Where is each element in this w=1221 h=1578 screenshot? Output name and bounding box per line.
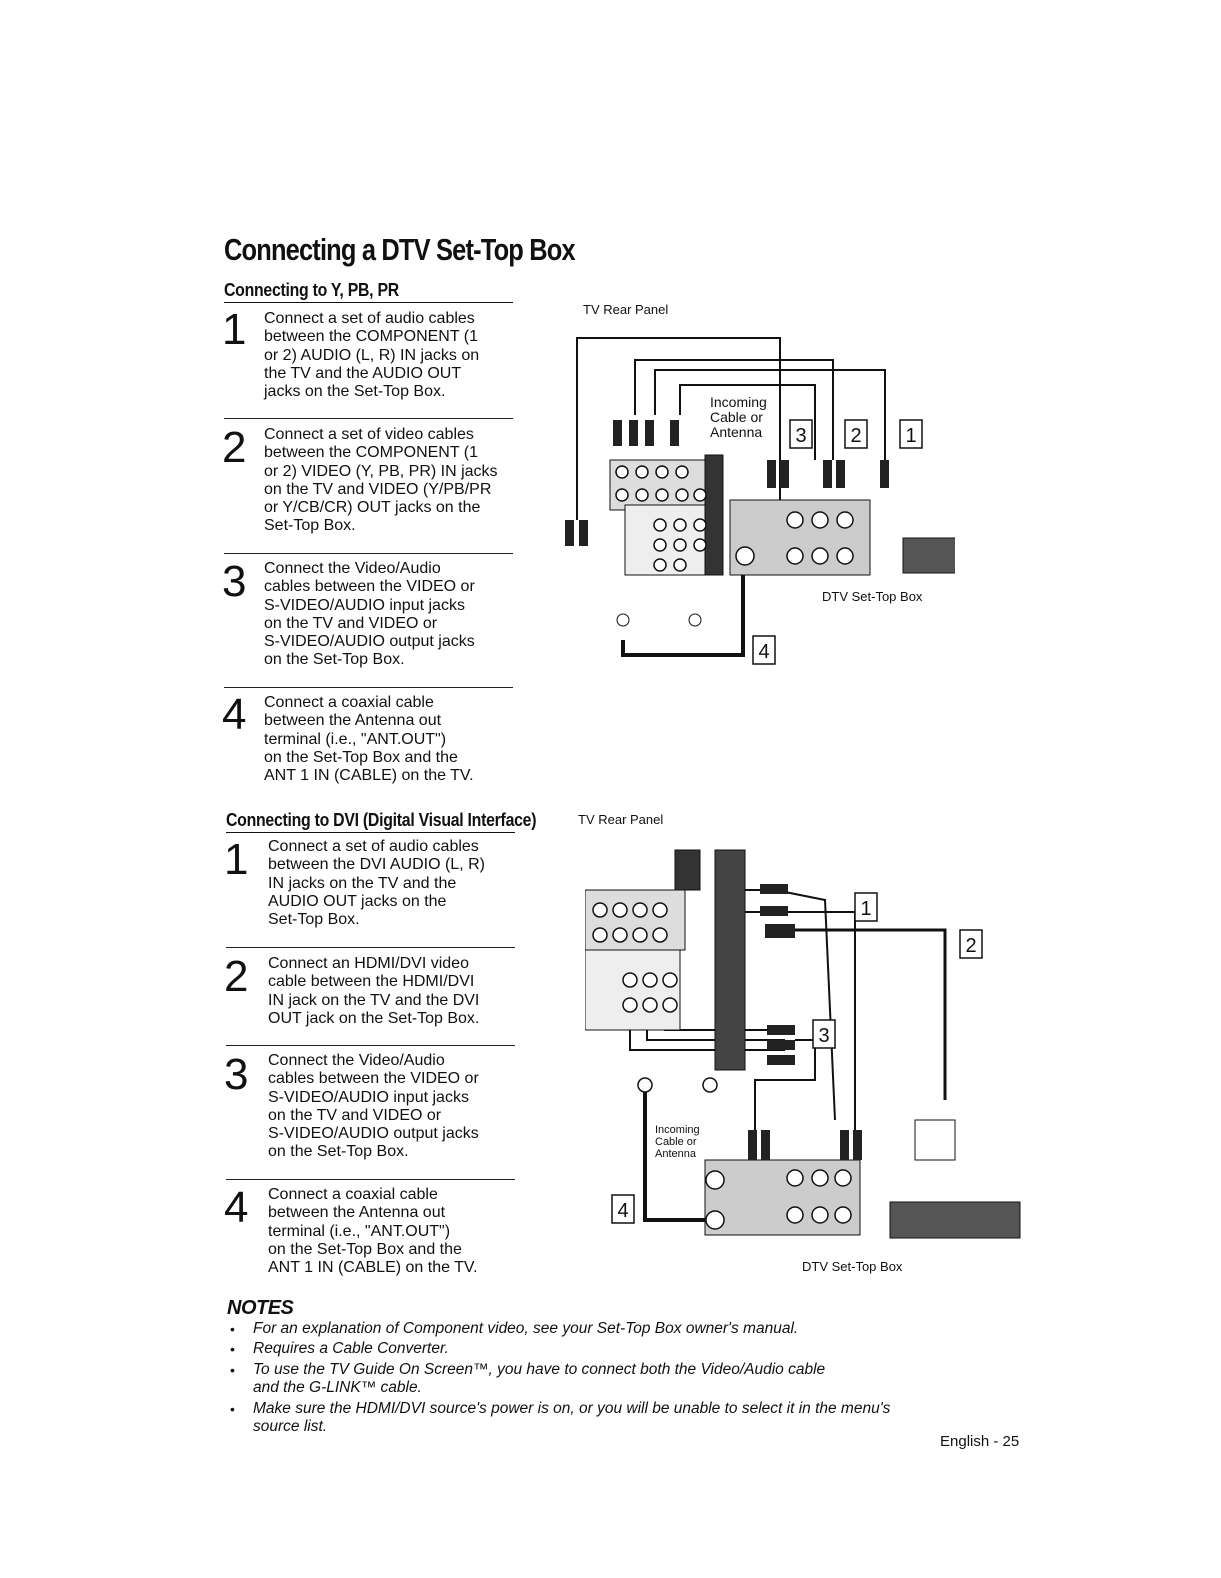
section2-heading: Connecting to DVI (Digital Visual Interf… — [226, 810, 537, 830]
section2-step4-text: Connect a coaxial cable between the Ante… — [268, 1186, 478, 1277]
tv-rear-panel-label: TV Rear Panel — [583, 302, 669, 317]
notes-heading: NOTES — [227, 1297, 294, 1319]
callout-1-b — [854, 892, 878, 922]
page-title: Connecting a DTV Set-Top Box — [224, 232, 576, 267]
note-bullet: • — [230, 1341, 235, 1357]
section1-step3-number: 3 — [222, 557, 247, 606]
section1-step3-text: Connect the Video/Audio cables between t… — [264, 560, 475, 669]
audio-cable-route — [576, 337, 781, 520]
section1-heading-rule — [224, 302, 513, 303]
dtv-set-top-box-label-2: DTV Set-Top Box — [802, 1259, 903, 1274]
section1-step2-number: 2 — [222, 423, 247, 472]
page-number: English - 25 — [940, 1433, 1020, 1450]
callout-4-b — [611, 1194, 635, 1224]
tv-rear-panel-label-2: TV Rear Panel — [578, 812, 664, 827]
coax-cable-route-2 — [643, 1090, 705, 1222]
callout-boxes — [752, 419, 923, 665]
set-top-box-panel-2 — [704, 1119, 1021, 1239]
note-bullet: • — [230, 1401, 235, 1417]
box-side-plugs-2 — [748, 1130, 862, 1160]
dvi-connection-diagram: 1 2 3 4 — [585, 849, 1021, 1239]
section1-heading: Connecting to Y, PB, PR — [224, 280, 399, 300]
set-top-box-jacks — [735, 511, 854, 566]
callout-boxes-2 — [611, 892, 983, 1224]
tv-jacks-2 — [592, 902, 718, 1093]
section2-step2-text: Connect an HDMI/DVI video cable between … — [268, 955, 480, 1027]
callout-4 — [752, 635, 776, 665]
note-2: Requires a Cable Converter. — [253, 1340, 449, 1357]
callout-3 — [789, 419, 813, 449]
section2-step1-number: 1 — [224, 835, 249, 884]
callout-4-text: 4 — [758, 641, 769, 663]
set-top-box-jacks-2 — [705, 1169, 852, 1230]
antenna-terminals — [616, 613, 702, 627]
section2-step2-number: 2 — [224, 952, 249, 1001]
section2-step3-number: 3 — [224, 1050, 249, 1099]
callout-4-b-text: 4 — [617, 1200, 628, 1222]
section1-step-divider — [224, 687, 513, 688]
callout-3-b-text: 3 — [818, 1025, 829, 1047]
section2-step3-text: Connect the Video/Audio cables between t… — [268, 1052, 479, 1161]
callout-1-text: 1 — [905, 425, 916, 447]
callout-2-b-text: 2 — [965, 935, 976, 957]
note-bullet: • — [230, 1321, 235, 1337]
section2-heading-rule — [226, 832, 515, 833]
incoming-antenna-label: Incoming Cable or Antenna — [710, 394, 767, 440]
coax-cable-route — [621, 535, 745, 657]
dvi-cable-route — [785, 928, 947, 1100]
section2-step1-text: Connect a set of audio cables between th… — [268, 838, 485, 929]
note-1: For an explanation of Component video, s… — [253, 1320, 799, 1337]
box-side-plugs — [767, 460, 889, 488]
section2-step-divider — [226, 947, 515, 948]
section1-step1-number: 1 — [222, 305, 247, 354]
section1-step1-text: Connect a set of audio cables between th… — [264, 310, 480, 401]
callout-1 — [899, 419, 923, 449]
tv-jacks — [615, 465, 707, 572]
tv-side-plugs-2 — [760, 884, 795, 1065]
component-connection-diagram: 3 2 1 4 — [565, 337, 955, 665]
tv-jack-panel — [609, 454, 724, 576]
section1-step2-text: Connect a set of video cables between th… — [264, 426, 498, 535]
callout-2 — [844, 419, 868, 449]
section2-step4-number: 4 — [224, 1183, 249, 1232]
tv-side-plugs — [565, 420, 679, 546]
dtv-set-top-box-label: DTV Set-Top Box — [822, 589, 923, 604]
note-3: To use the TV Guide On Screen™, you have… — [253, 1361, 826, 1396]
callout-2-b — [959, 929, 983, 959]
section1-step-divider — [224, 553, 513, 554]
note-4: Make sure the HDMI/DVI source's power is… — [253, 1400, 891, 1435]
section1-step4-text: Connect a coaxial cable between the Ante… — [264, 694, 474, 785]
callout-2-text: 2 — [850, 425, 861, 447]
note-bullet: • — [230, 1362, 235, 1378]
section1-step4-number: 4 — [222, 690, 247, 739]
tv-jack-panel-2 — [585, 849, 746, 1071]
callout-3-b — [812, 1019, 836, 1049]
callout-1-b-text: 1 — [860, 898, 871, 920]
callout-3-text: 3 — [795, 425, 806, 447]
section1-step-divider — [224, 418, 513, 419]
incoming-antenna-label-2: Incoming Cable or Antenna — [655, 1124, 700, 1160]
section2-step-divider — [226, 1045, 515, 1046]
section2-step-divider — [226, 1179, 515, 1180]
